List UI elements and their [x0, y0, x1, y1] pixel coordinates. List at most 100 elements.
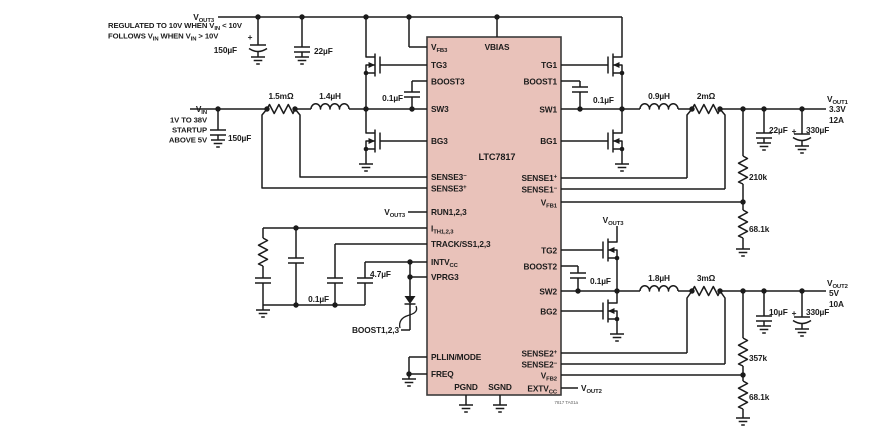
note-vin-range: 1V TO 38V — [170, 116, 208, 125]
resistor-fb2-bottom — [735, 380, 751, 426]
pin-label-bg2: BG2 — [540, 307, 557, 317]
pin-label-run: RUN1,2,3 — [431, 207, 467, 217]
capacitor-boost3 — [403, 91, 421, 98]
part-label-cboost3: 0.1µF — [382, 93, 403, 103]
part-label-rsense2: 3mΩ — [697, 273, 716, 283]
polarity-plus-vout2-cap: + — [792, 308, 797, 318]
net-label-vout2-volts: 5V — [829, 288, 840, 298]
part-label-rfb1-top: 210k — [749, 172, 768, 182]
capacitor-vout3-ceramic — [293, 46, 311, 65]
part-label-l2: 1.8µH — [648, 273, 670, 283]
part-label-rsense3: 1.5mΩ — [268, 91, 294, 101]
pin-label-sense1-plus: SENSE1+ — [521, 173, 557, 183]
pin-label-boost3: BOOST3 — [431, 77, 465, 87]
net-label-vout3-rail: VOUT3 — [193, 12, 215, 24]
inductor-l3 — [310, 103, 350, 110]
pin-label-bg1: BG1 — [540, 136, 557, 146]
mosfet-bottom-ch3 — [358, 122, 389, 172]
part-label-cout2-ceramic: 10µF — [769, 307, 788, 317]
part-label-rsense1: 2mΩ — [697, 91, 716, 101]
capacitor-out1-bulk — [792, 133, 812, 154]
resistor-fb1-bottom — [735, 209, 751, 257]
part-label-cboost1: 0.1µF — [593, 95, 614, 105]
pin-label-pgnd: PGND — [454, 382, 478, 392]
part-label-cap-vin: 150µF — [228, 133, 251, 143]
pin-label-trackss: TRACK/SS1,2,3 — [431, 239, 491, 249]
mosfet-top-ch3 — [362, 46, 389, 84]
net-label-boost123: BOOST1,2,3 — [352, 325, 399, 335]
polarity-plus-vout3-cap: + — [248, 32, 253, 42]
capacitor-out2-bulk — [792, 316, 812, 337]
resistor-sense3 — [266, 103, 296, 115]
pin-label-sense3-plus: SENSE3+ — [431, 184, 467, 194]
wires-channel1 — [561, 64, 826, 244]
pin-label-sense2-plus: SENSE2+ — [521, 349, 557, 359]
inductor-l2 — [639, 285, 679, 292]
mosfet-bottom-ch1 — [599, 122, 630, 172]
net-label-extvcc-supply: VOUT2 — [581, 383, 603, 395]
ground-pgnd — [458, 399, 474, 413]
net-label-vin: VIN — [196, 104, 207, 116]
pin-label-extvcc: EXTVCC — [527, 384, 557, 396]
pin-label-bg3: BG3 — [431, 136, 448, 146]
ic-ltc7817-body — [426, 36, 562, 396]
pin-label-sgnd: SGND — [488, 382, 512, 392]
schematic-ref-note: 7817 TA01a — [554, 400, 578, 405]
pin-label-freq: FREQ — [431, 369, 454, 379]
wires-channel3 — [365, 64, 427, 142]
pin-label-sw1: SW1 — [539, 105, 557, 115]
pin-label-pllin-mode: PLLIN/MODE — [431, 352, 482, 362]
pin-label-sense2-minus: SENSE2− — [521, 360, 557, 370]
note-vin-above: ABOVE 5V — [169, 136, 208, 145]
mosfet-top-ch1 — [599, 46, 626, 84]
pin-label-intvcc: INTVCC — [431, 257, 459, 269]
net-label-vout2-amps: 10A — [829, 299, 844, 309]
mosfet-bottom-ch2 — [594, 292, 625, 342]
part-label-rfb2-top: 357k — [749, 353, 768, 363]
mosfet-top-ch2 — [594, 231, 621, 269]
resistor-fb2-top — [737, 337, 749, 367]
part-label-cout2-bulk: 330µF — [806, 307, 829, 317]
capacitor-vout3-bulk — [248, 44, 268, 65]
note-vin-startup: STARTUP — [172, 126, 207, 135]
ic-part-number: LTC7817 — [479, 152, 516, 162]
inductor-l1 — [639, 103, 679, 110]
wires-compensation — [262, 211, 501, 400]
part-label-cap-vout3-ceramic: 22µF — [314, 46, 333, 56]
net-label-vout1-volts: 3.3V — [829, 104, 846, 114]
pin-label-sw3: SW3 — [431, 104, 449, 114]
resistor-sense1 — [691, 103, 721, 115]
pin-label-vfb3: VFB3 — [431, 42, 448, 54]
resistor-fb1-top — [737, 155, 749, 185]
net-label-run-supply: VOUT3 — [384, 207, 406, 219]
capacitor-vin — [209, 129, 227, 148]
pin-label-vbias: VBIAS — [485, 42, 510, 52]
part-label-cap-vout3-bulk: 150µF — [214, 45, 237, 55]
wires-channel2 — [561, 226, 826, 413]
net-label-vout1-amps: 12A — [829, 115, 844, 125]
capacitor-boost2 — [569, 272, 587, 279]
polarity-plus-vout1-cap: + — [792, 126, 797, 136]
net-label-vout1: VOUT1 — [827, 94, 849, 106]
pin-label-boost2: BOOST2 — [523, 262, 557, 272]
pin-label-tg3: TG3 — [431, 60, 447, 70]
wires-top-rail — [218, 16, 623, 48]
part-label-l3: 1.4µH — [319, 91, 341, 101]
wires-vin-row — [190, 108, 427, 189]
junction-dots — [215, 14, 805, 378]
pin-label-vprg3: VPRG3 — [431, 272, 459, 282]
note-vout3-regulation-line2: FOLLOWS VIN WHEN VIN > 10V — [108, 32, 219, 43]
part-label-cintvcc: 4.7µF — [370, 269, 391, 279]
part-label-cout1-bulk: 330µF — [806, 125, 829, 135]
part-label-css: 0.1µF — [308, 294, 329, 304]
pin-label-vfb2: VFB2 — [541, 371, 558, 383]
pin-label-sense1-minus: SENSE1− — [521, 185, 557, 195]
part-label-rfb1-bottom: 68.1k — [749, 224, 770, 234]
capacitor-boost1 — [571, 86, 589, 93]
note-vout3-regulation-line1: REGULATED TO 10V WHEN VIN < 10V — [108, 21, 243, 32]
pin-label-ith: ITH1,2,3 — [431, 224, 454, 236]
part-label-cout1-ceramic: 22µF — [769, 125, 788, 135]
pin-label-tg2: TG2 — [541, 246, 557, 256]
